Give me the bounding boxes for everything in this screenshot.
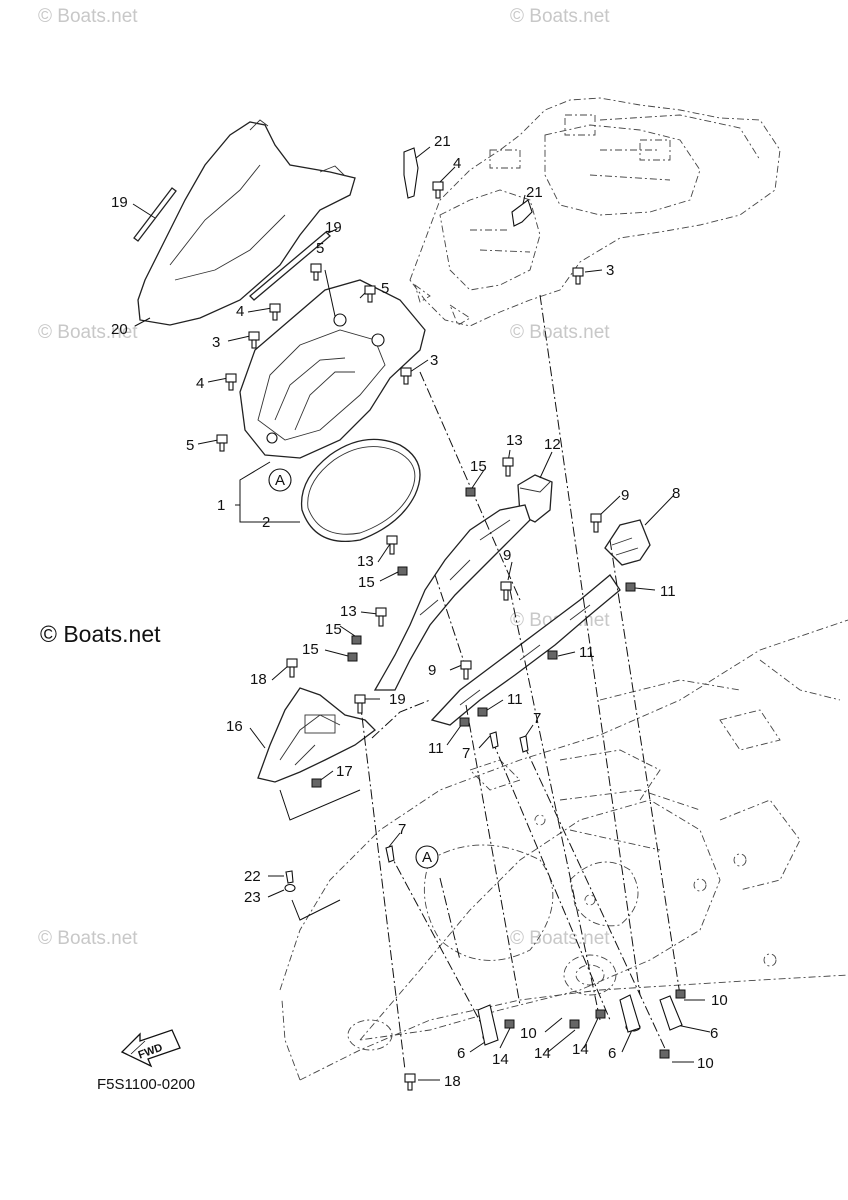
- callout-19: 19: [389, 691, 406, 708]
- callout-numbers: 19 20 19 5 4 3 4 5 5 3 1 2 21 4 21 3 13 …: [111, 133, 728, 1090]
- callout-3: 3: [212, 334, 220, 351]
- fwd-direction-arrow: FWD: [120, 1029, 181, 1068]
- callout-15: 15: [470, 458, 487, 475]
- part-8-bracket[interactable]: [604, 519, 651, 566]
- callout-5: 5: [316, 240, 324, 257]
- fasteners: [216, 147, 686, 1091]
- reference-marker-a-upper: A: [268, 468, 292, 492]
- part-2-hatch-seal[interactable]: [300, 438, 421, 542]
- callout-7: 7: [462, 745, 470, 762]
- callout-14: 14: [572, 1041, 589, 1058]
- callout-14: 14: [534, 1045, 551, 1062]
- callout-2: 2: [262, 514, 270, 531]
- callout-4: 4: [453, 155, 461, 172]
- svg-text:A: A: [422, 849, 432, 866]
- callout-11: 11: [579, 644, 595, 661]
- reference-marker-a-lower: A: [415, 845, 439, 869]
- hull-deck-structure: [279, 619, 848, 1081]
- watermark-center-left: © Boats.net: [40, 621, 161, 647]
- watermark-top-left: © Boats.net: [38, 6, 138, 27]
- part-1-storage-hatch[interactable]: [239, 279, 426, 459]
- callout-7: 7: [398, 821, 406, 838]
- callout-11: 11: [507, 691, 523, 708]
- callout-21: 21: [526, 184, 543, 201]
- upper-frame-structure: [409, 97, 781, 327]
- callout-18: 18: [444, 1073, 461, 1090]
- callout-13: 13: [357, 553, 374, 570]
- callout-7: 7: [533, 710, 541, 727]
- callout-15: 15: [358, 574, 375, 591]
- callout-8: 8: [672, 485, 680, 502]
- watermark-mid-right: © Boats.net: [510, 322, 610, 343]
- callout-11: 11: [428, 740, 444, 757]
- callout-10: 10: [697, 1055, 714, 1072]
- callout-5: 5: [186, 437, 194, 454]
- callout-22: 22: [244, 868, 261, 885]
- callout-20: 20: [111, 321, 128, 338]
- callout-4: 4: [196, 375, 204, 392]
- chain-lines: [359, 294, 681, 1071]
- callout-15: 15: [302, 641, 319, 658]
- callout-15: 15: [325, 621, 342, 638]
- callout-19: 19: [325, 219, 342, 236]
- callout-9: 9: [621, 487, 629, 504]
- callout-14: 14: [492, 1051, 509, 1068]
- callout-19: 19: [111, 194, 128, 211]
- watermark-top-right: © Boats.net: [510, 6, 610, 27]
- callout-23: 23: [244, 889, 261, 906]
- watermark-mid-left: © Boats.net: [38, 322, 138, 343]
- svg-text:A: A: [275, 472, 285, 489]
- callout-11: 11: [660, 583, 676, 600]
- part-20-front-cover[interactable]: [137, 119, 356, 326]
- callout-6: 6: [608, 1045, 616, 1062]
- callout-5: 5: [381, 280, 389, 297]
- callout-13: 13: [340, 603, 357, 620]
- callout-9: 9: [503, 547, 511, 564]
- callout-17: 17: [336, 763, 353, 780]
- callout-4: 4: [236, 303, 244, 320]
- callout-3: 3: [606, 262, 614, 279]
- diagram-code: F5S1100-0200: [97, 1076, 195, 1093]
- callout-6: 6: [457, 1045, 465, 1062]
- part-19-trim-strip-a[interactable]: [133, 187, 177, 242]
- callout-9: 9: [428, 662, 436, 679]
- callout-18: 18: [250, 671, 267, 688]
- callout-10: 10: [520, 1025, 537, 1042]
- callout-13: 13: [506, 432, 523, 449]
- callout-10: 10: [711, 992, 728, 1009]
- part-16-bow-cover[interactable]: [257, 687, 376, 783]
- part-19-trim-strip-b[interactable]: [249, 231, 331, 301]
- callout-3: 3: [430, 352, 438, 369]
- left-mounting-rail[interactable]: [373, 504, 531, 691]
- callout-21: 21: [434, 133, 451, 150]
- callout-16: 16: [226, 718, 243, 735]
- right-mounting-rail[interactable]: [430, 574, 621, 726]
- watermark-lower-left: © Boats.net: [38, 928, 138, 949]
- callout-1: 1: [217, 497, 225, 514]
- callout-6: 6: [710, 1025, 718, 1042]
- callout-12: 12: [544, 436, 561, 453]
- watermark-lower-right: © Boats.net: [510, 928, 610, 949]
